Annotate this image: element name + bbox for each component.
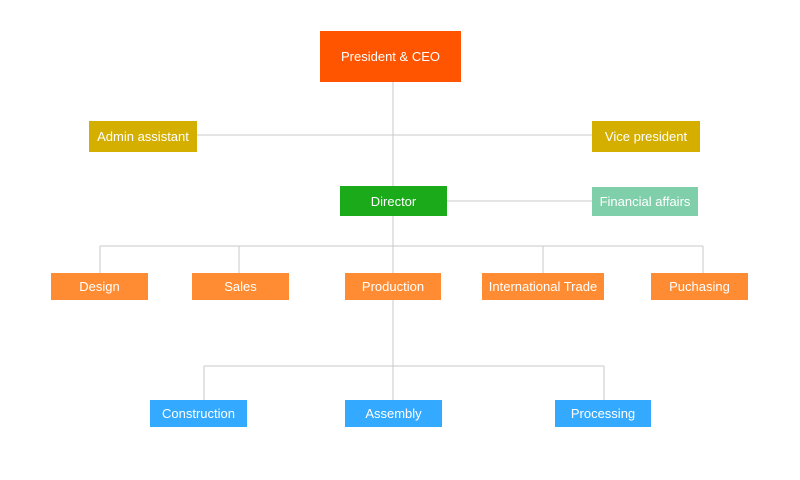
admin-assistant-label: Admin assistant — [97, 129, 189, 144]
design-label: Design — [79, 279, 120, 294]
purchasing-node: Puchasing — [651, 273, 748, 300]
international-trade-label: International Trade — [488, 279, 598, 294]
ceo-label: President & CEO — [341, 49, 440, 64]
assembly-node: Assembly — [345, 400, 442, 427]
design-node: Design — [51, 273, 148, 300]
admin-assistant-node: Admin assistant — [89, 121, 197, 152]
vice-president-node: Vice president — [592, 121, 700, 152]
director-node: Director — [340, 186, 447, 216]
vice-president-label: Vice president — [604, 129, 688, 144]
assembly-label: Assembly — [365, 406, 422, 421]
ceo-node: President & CEO — [320, 31, 461, 82]
production-node: Production — [345, 273, 441, 300]
processing-node: Processing — [555, 400, 651, 427]
international-trade-node: International Trade — [482, 273, 604, 300]
sales-node: Sales — [192, 273, 289, 300]
processing-label: Processing — [570, 406, 636, 421]
construction-label: Construction — [162, 406, 235, 421]
financial-affairs-node: Financial affairs — [592, 187, 698, 216]
financial-affairs-label: Financial affairs — [599, 194, 691, 209]
purchasing-label: Puchasing — [669, 279, 730, 294]
sales-label: Sales — [224, 279, 257, 294]
construction-node: Construction — [150, 400, 247, 427]
production-label: Production — [361, 279, 425, 294]
director-label: Director — [370, 193, 417, 209]
